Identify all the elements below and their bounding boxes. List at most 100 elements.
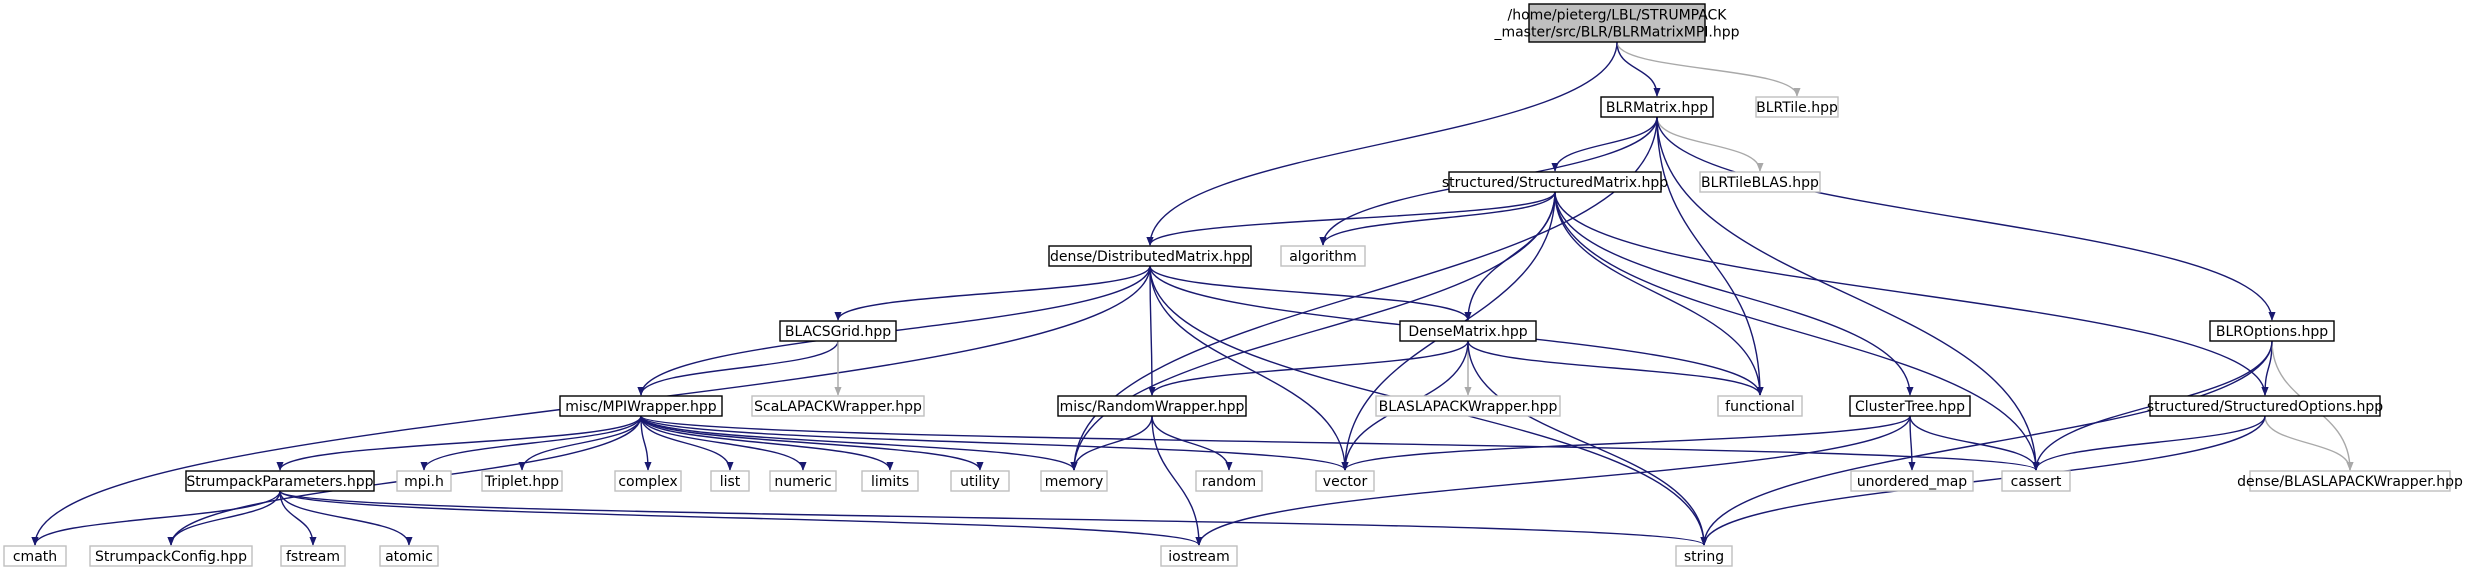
node-vector: vector (1315, 470, 1375, 492)
node-cmath-label: cmath (13, 549, 57, 565)
node-distmatrix-label: dense/DistributedMatrix.hpp (1050, 249, 1250, 265)
edge-blrmatrix-to-memory (1070, 116, 1658, 471)
edge-structmatrix-to-clustertree (1554, 191, 1914, 396)
edge-strumpackparams-to-cmath (31, 490, 281, 546)
edge-blroptions-to-string (1700, 340, 2273, 546)
node-cassert-label: cassert (2011, 474, 2062, 490)
node-string-label: string (1684, 549, 1724, 565)
node-utility-label: utility (960, 474, 1000, 490)
edge-distmatrix-to-densematrix (1149, 265, 1472, 321)
edge-mpiwrapper-to-triplet (518, 415, 642, 471)
edge-distmatrix-to-vector (1149, 265, 1349, 471)
edge-strumpackparams-to-fstream (279, 490, 317, 546)
node-blrtileblas: BLRTileBLAS.hpp (1699, 171, 1821, 193)
node-blaslapack: BLASLAPACKWrapper.hpp (1375, 395, 1561, 417)
node-blaslapack-label: BLASLAPACKWrapper.hpp (1379, 399, 1558, 415)
edge-structmatrix-to-memory (1070, 191, 1556, 471)
node-structoptions[interactable]: structured/StructuredOptions.hpp (2147, 395, 2383, 417)
edge-clustertree-to-iostream (1195, 415, 1911, 546)
node-functional-box (1717, 395, 1803, 417)
node-densematrix-label: DenseMatrix.hpp (1408, 324, 1527, 340)
edges-layer (31, 41, 2354, 546)
edge-randomwrapper-to-random (1151, 415, 1233, 471)
edge-structoptions-to-string (1700, 415, 2266, 546)
edge-root-to-blrmatrix (1616, 41, 1661, 97)
edge-mpiwrapper-to-memory (640, 415, 1078, 471)
node-blacsgrid[interactable]: BLACSGrid.hpp (779, 320, 897, 342)
node-numeric-label: numeric (774, 474, 831, 490)
edge-blrmatrix-to-cassert (1656, 116, 2040, 471)
node-strumpackconfig: StrumpackConfig.hpp (89, 545, 253, 567)
node-root[interactable]: /home/pieterg/LBL/STRUMPACK_master/src/B… (1493, 3, 1740, 43)
node-strumpackparams[interactable]: StrumpackParameters.hpp (185, 470, 375, 492)
node-randomwrapper[interactable]: misc/RandomWrapper.hpp (1057, 395, 1247, 417)
edge-blrmatrix-to-structmatrix (1551, 116, 1658, 172)
node-limits-box (861, 470, 919, 492)
node-strumpackconfig-box (89, 545, 253, 567)
node-limits-label: limits (871, 474, 909, 490)
node-list-box (710, 470, 750, 492)
node-denseblaslapack-label: dense/BLASLAPACKWrapper.hpp (2237, 474, 2463, 490)
edge-randomwrapper-to-iostream (1151, 415, 1203, 546)
node-random-label: random (1202, 474, 1256, 490)
node-distmatrix-box (1048, 245, 1252, 267)
node-strumpackparams-box (185, 470, 375, 492)
edge-clustertree-to-unorderedmap (1908, 415, 1916, 471)
node-string-box (1675, 545, 1733, 567)
edge-clustertree-to-vector (1341, 415, 1911, 471)
node-algorithm: algorithm (1280, 245, 1366, 267)
node-limits: limits (861, 470, 919, 492)
node-blrtile-label: BLRTile.hpp (1756, 100, 1838, 116)
edge-strumpackparams-to-string (279, 490, 1708, 546)
node-list: list (710, 470, 750, 492)
node-blroptions-box (2209, 320, 2335, 342)
node-clustertree-box (1849, 395, 1971, 417)
node-structmatrix-label: structured/StructuredMatrix.hpp (1442, 175, 1668, 191)
node-scalapack-label: ScaLAPACKWrapper.hpp (754, 399, 922, 415)
edge-strumpackparams-to-iostream (279, 490, 1203, 546)
node-randomwrapper-label: misc/RandomWrapper.hpp (1060, 399, 1245, 415)
edge-distmatrix-to-randomwrapper (1148, 265, 1156, 396)
edge-root-to-distmatrix (1146, 41, 1618, 246)
node-root-box (1528, 3, 1706, 43)
node-structmatrix[interactable]: structured/StructuredMatrix.hpp (1442, 171, 1668, 193)
node-algorithm-label: algorithm (1289, 249, 1357, 265)
node-root-label: _master/src/BLR/BLRMatrixMPI.hpp (1493, 25, 1739, 41)
edge-mpiwrapper-to-mpih (420, 415, 642, 471)
node-atomic-label: atomic (385, 549, 433, 565)
node-atomic-box (379, 545, 439, 567)
node-memory-box (1040, 470, 1108, 492)
node-blroptions-label: BLROptions.hpp (2216, 324, 2328, 340)
node-blrtile: BLRTile.hpp (1755, 96, 1839, 118)
node-distmatrix[interactable]: dense/DistributedMatrix.hpp (1048, 245, 1252, 267)
node-blroptions[interactable]: BLROptions.hpp (2209, 320, 2335, 342)
node-blrmatrix[interactable]: BLRMatrix.hpp (1600, 96, 1714, 118)
node-functional: functional (1717, 395, 1803, 417)
node-random-box (1195, 470, 1263, 492)
node-randomwrapper-box (1057, 395, 1247, 417)
edge-root-to-blrtile (1616, 41, 1801, 97)
node-random: random (1195, 470, 1263, 492)
edge-strumpackparams-to-strumpackconfig (167, 490, 281, 546)
edge-mpiwrapper-to-complex (640, 415, 652, 471)
node-mpiwrapper-box (559, 395, 723, 417)
node-clustertree[interactable]: ClusterTree.hpp (1849, 395, 1971, 417)
node-memory: memory (1040, 470, 1108, 492)
node-triplet: Triplet.hpp (481, 470, 563, 492)
node-scalapack: ScaLAPACKWrapper.hpp (751, 395, 925, 417)
node-string: string (1675, 545, 1733, 567)
node-numeric: numeric (769, 470, 837, 492)
node-densematrix[interactable]: DenseMatrix.hpp (1399, 320, 1537, 342)
node-functional-label: functional (1725, 399, 1795, 415)
edge-structmatrix-to-algorithm (1319, 191, 1556, 246)
node-utility: utility (950, 470, 1010, 492)
edge-blrmatrix-to-blrtileblas (1656, 116, 1764, 172)
node-unorderedmap: unordered_map (1850, 470, 1974, 492)
node-mpiwrapper-label: misc/MPIWrapper.hpp (565, 399, 717, 415)
node-blrtile-box (1755, 96, 1839, 118)
node-mpiwrapper[interactable]: misc/MPIWrapper.hpp (559, 395, 723, 417)
edge-distmatrix-to-blacsgrid (834, 265, 1151, 321)
edge-mpiwrapper-to-vector (640, 415, 1349, 471)
node-numeric-box (769, 470, 837, 492)
